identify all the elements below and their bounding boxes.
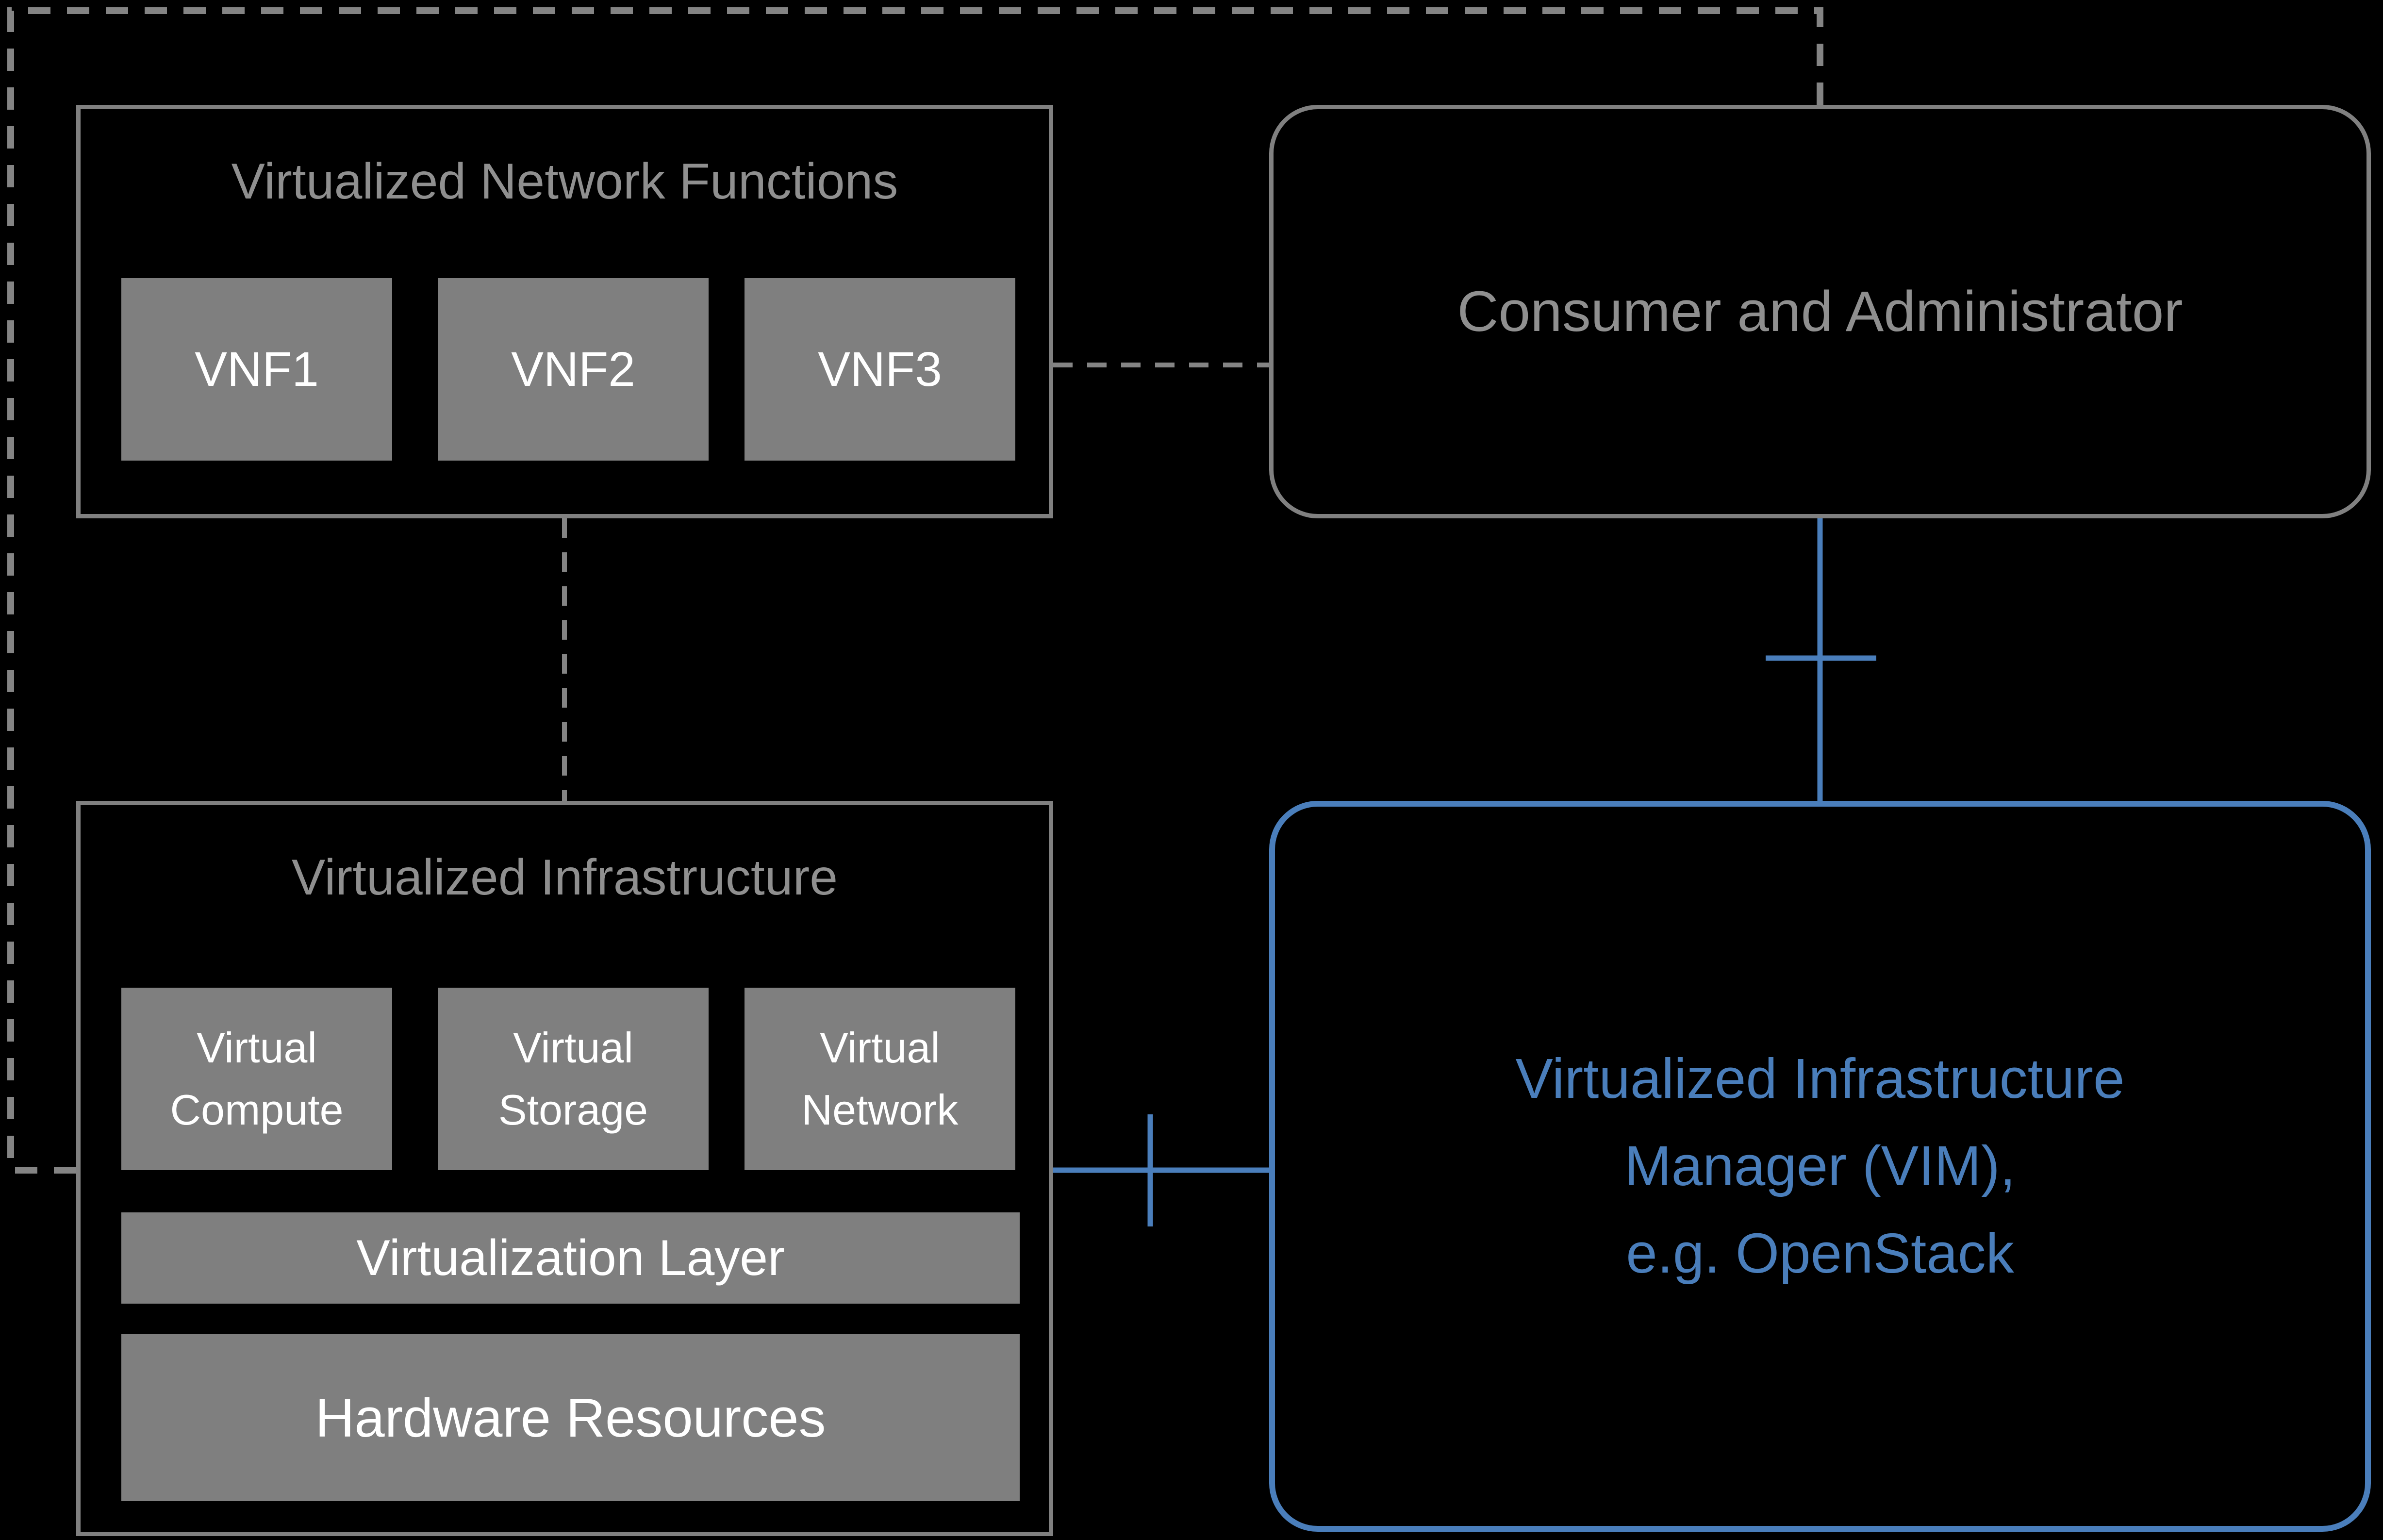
vim-label-line-3: e.g. OpenStack: [1626, 1221, 2014, 1285]
vim-label: Virtualized Infrastructure Manager (VIM)…: [1275, 807, 2365, 1526]
infrastructure-section-title: Virtualized Infrastructure: [291, 849, 838, 906]
virtual-compute-label: Virtual Compute: [170, 1024, 344, 1134]
vnf1-label: VNF1: [195, 342, 319, 397]
virtual-storage-box: Virtual Storage: [438, 988, 709, 1170]
virtual-compute-box: Virtual Compute: [121, 988, 392, 1170]
infrastructure-section-box: Virtualized Infrastructure Virtual Compu…: [76, 801, 1053, 1536]
vim-label-line-1: Virtualized Infrastructure: [1515, 1047, 2125, 1110]
management-dashed-connector: [7, 7, 1823, 1174]
vim-box: Virtualized Infrastructure Manager (VIM)…: [1269, 801, 2371, 1532]
consumer-administrator-box: Consumer and Administrator: [1269, 105, 2371, 518]
virtual-storage-label: Virtual Storage: [498, 1024, 648, 1134]
hardware-resources-bar: Hardware Resources: [121, 1334, 1020, 1501]
vnf-section-title: Virtualized Network Functions: [231, 153, 898, 210]
vnf2-label: VNF2: [511, 342, 635, 397]
vim-label-lines: Virtualized Infrastructure Manager (VIM)…: [1515, 1035, 2124, 1297]
vnf1-box: VNF1: [121, 278, 392, 461]
vnf3-box: VNF3: [745, 278, 1015, 461]
vnf-section-box: Virtualized Network Functions VNF1 VNF2 …: [76, 105, 1053, 518]
vnf3-label: VNF3: [818, 342, 942, 397]
consumer-administrator-label: Consumer and Administrator: [1457, 280, 2183, 344]
vnf2-box: VNF2: [438, 278, 709, 461]
virtual-network-box: Virtual Network: [745, 988, 1015, 1170]
virtualization-layer-label: Virtualization Layer: [356, 1229, 785, 1286]
virtualization-layer-bar: Virtualization Layer: [121, 1212, 1020, 1304]
virtual-network-label: Virtual Network: [801, 1024, 959, 1134]
hardware-resources-label: Hardware Resources: [315, 1387, 826, 1448]
vim-label-line-2: Manager (VIM),: [1624, 1134, 2016, 1198]
